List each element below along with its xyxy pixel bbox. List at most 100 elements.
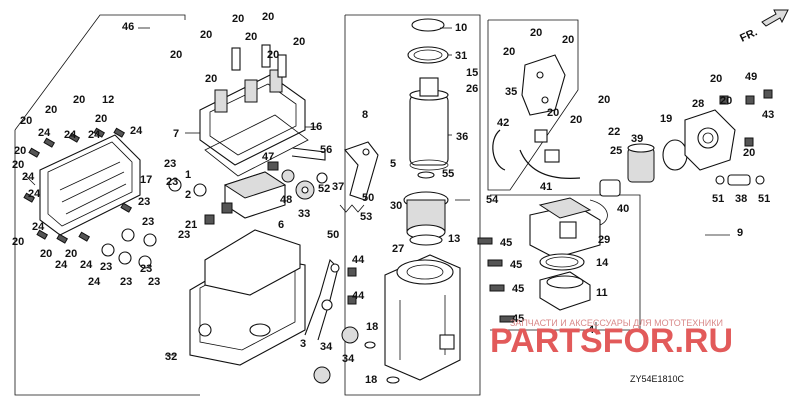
cover-gasket-16 — [204, 114, 309, 177]
callout-20g: 20 — [205, 73, 217, 85]
callout-13: 13 — [448, 233, 460, 245]
callout-20l: 20 — [710, 73, 722, 85]
callout-27: 27 — [392, 243, 404, 255]
callout-24j: 24 — [88, 276, 101, 288]
oring-18 — [364, 341, 400, 384]
callout-38: 38 — [735, 193, 747, 205]
callout-20: 20 — [232, 13, 244, 25]
callout-23c: 23 — [138, 196, 150, 208]
callout-36: 36 — [456, 131, 468, 143]
callout-16: 16 — [310, 121, 322, 133]
watermark-logo: PARTSFOR.RU — [490, 322, 733, 360]
callout-20h: 20 — [267, 49, 279, 61]
callout-20i: 20 — [503, 46, 515, 58]
frame-left-top — [14, 14, 186, 131]
callout-2: 2 — [185, 189, 191, 201]
strainer-39 — [627, 143, 655, 183]
callout-32: 32 — [165, 351, 177, 363]
callout-22: 22 — [608, 126, 620, 138]
callout-46: 46 — [122, 21, 134, 33]
callout-19: 19 — [660, 113, 672, 125]
callout-45d: 45 — [512, 313, 524, 325]
callout-labels: 46 20 20 20 20 20 20 20 20 10 31 15 26 3… — [12, 11, 774, 386]
bracket-35 — [521, 54, 566, 116]
callout-17: 17 — [140, 174, 152, 186]
callout-4: 4 — [588, 324, 595, 336]
callout-20j: 20 — [530, 27, 542, 39]
callout-20o: 20 — [570, 114, 582, 126]
callout-23e: 23 — [178, 229, 190, 241]
small-parts-center — [267, 147, 328, 200]
grommets-23 — [101, 178, 207, 269]
separator-housing-4 — [384, 254, 461, 381]
callout-53: 53 — [360, 211, 372, 223]
oring-13 — [409, 234, 443, 246]
float-chamber-32 — [189, 229, 306, 366]
ring-31 — [407, 46, 449, 64]
callout-24g: 24 — [32, 221, 45, 233]
frame-pump — [490, 194, 641, 331]
callout-28: 28 — [692, 98, 704, 110]
strainer-cup-28 — [684, 109, 736, 171]
callout-39: 39 — [631, 133, 643, 145]
callout-29: 29 — [598, 234, 610, 246]
callout-24: 24 — [38, 127, 51, 139]
callout-47: 47 — [262, 151, 274, 163]
callout-8: 8 — [362, 109, 368, 121]
callout-9: 9 — [737, 227, 743, 239]
callout-54: 54 — [486, 194, 499, 206]
callout-20m: 20 — [720, 95, 732, 107]
callout-15: 15 — [466, 67, 478, 79]
callout-20r: 20 — [73, 94, 85, 106]
callout-20q: 20 — [743, 147, 755, 159]
callout-18b: 18 — [365, 374, 377, 386]
callout-20t: 20 — [20, 115, 32, 127]
fitting-38 — [715, 174, 765, 186]
callout-35: 35 — [505, 86, 517, 98]
callout-12: 12 — [102, 94, 114, 106]
callout-24c: 24 — [88, 129, 101, 141]
callout-44b: 44 — [352, 290, 365, 302]
callout-55: 55 — [442, 168, 454, 180]
callout-31: 31 — [455, 50, 467, 62]
callout-24d: 24 — [130, 125, 143, 137]
bolts-45 — [477, 237, 515, 323]
frame-center — [344, 14, 481, 396]
leader-lines — [24, 27, 730, 356]
callout-41: 41 — [540, 181, 552, 193]
callout-1: 1 — [185, 169, 191, 181]
callout-5: 5 — [390, 158, 396, 170]
callout-40: 40 — [617, 203, 629, 215]
callout-20k: 20 — [562, 34, 574, 46]
fr-arrow — [761, 9, 789, 27]
callout-20n: 20 — [547, 107, 559, 119]
callout-48: 48 — [280, 194, 292, 206]
watermark-tagline: ЗАПЧАСТИ И АКСЕССУАРЫ ДЛЯ МОТОТЕХНИКИ — [510, 318, 723, 328]
callout-6: 6 — [278, 219, 284, 231]
callout-34: 34 — [320, 341, 333, 353]
callout-45b: 45 — [510, 259, 522, 271]
cover-plate-17 — [39, 134, 141, 236]
callout-20b: 20 — [262, 11, 274, 23]
callout-20u: 20 — [14, 145, 26, 157]
callout-37: 37 — [332, 181, 344, 193]
callout-24b: 24 — [64, 129, 77, 141]
lever-37 — [344, 141, 379, 201]
callout-20d: 20 — [200, 29, 212, 41]
frame-left — [14, 130, 200, 396]
fuel-cover-7 — [199, 44, 306, 166]
regulator-11 — [539, 271, 591, 311]
callout-20v: 20 — [95, 113, 107, 125]
callout-20c: 20 — [170, 49, 182, 61]
callout-33: 33 — [298, 208, 310, 220]
callout-20e: 20 — [245, 31, 257, 43]
callout-49: 49 — [745, 71, 757, 83]
callout-25: 25 — [610, 145, 622, 157]
gasket-14 — [539, 253, 585, 271]
callout-24e: 24 — [22, 171, 35, 183]
callout-20z: 20 — [65, 248, 77, 260]
bolts-44 — [347, 267, 357, 305]
callout-14: 14 — [596, 257, 609, 269]
callout-23d: 23 — [142, 216, 154, 228]
callout-20f: 20 — [293, 36, 305, 48]
